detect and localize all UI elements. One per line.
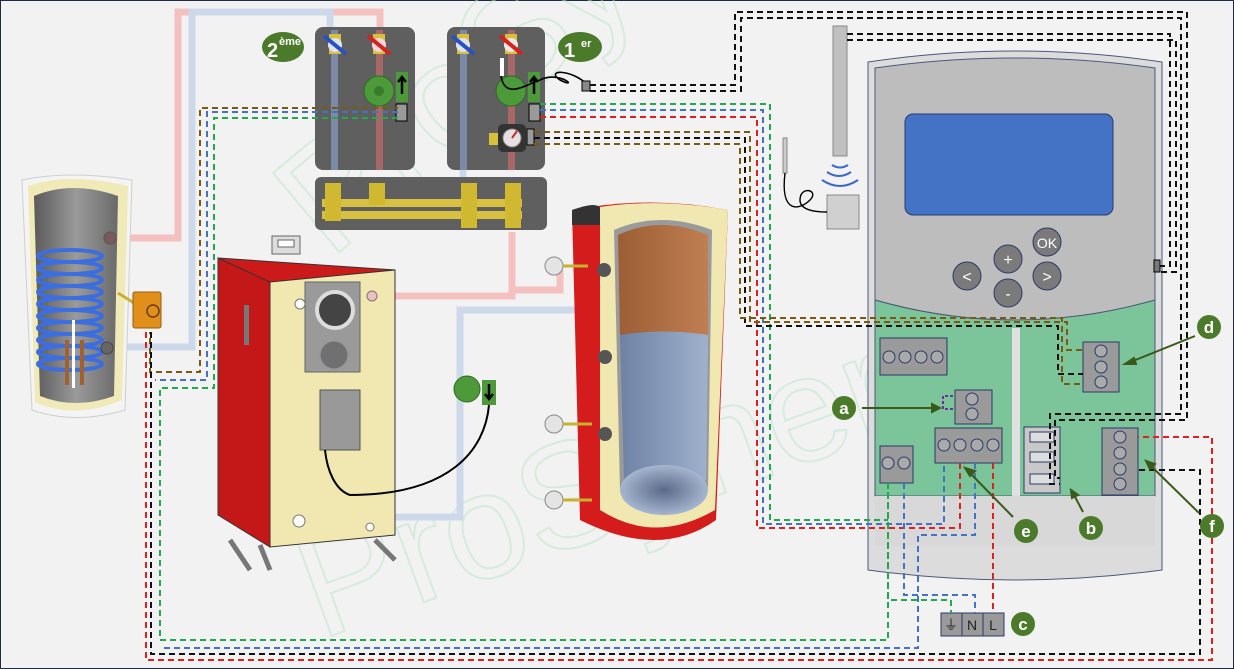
wire-earth-module1	[540, 103, 888, 521]
svg-text:d: d	[1204, 318, 1214, 337]
svg-text:f: f	[1209, 517, 1215, 536]
svg-text:ème: ème	[279, 36, 301, 48]
wire-outdoor-sensor-1	[847, 33, 1171, 267]
svg-text:b: b	[1086, 519, 1096, 538]
svg-text:2: 2	[267, 40, 278, 62]
hot-pipe-buffer	[512, 270, 564, 294]
controller-sensor-connector	[1153, 259, 1161, 273]
boiler-circulator-pump[interactable]	[324, 375, 496, 497]
controller-buttons: OK + < > -	[952, 227, 1062, 308]
flow-sensor-probe	[500, 58, 504, 76]
svg-text:1: 1	[564, 40, 575, 62]
earth-terminal-label: ⏚	[944, 617, 958, 633]
svg-text:>: >	[1042, 269, 1051, 286]
hot-pipe-boiler	[375, 232, 516, 300]
callout-d[interactable]: d	[1197, 315, 1221, 339]
plus-button[interactable]: +	[993, 244, 1023, 274]
cold-pipe-dhw	[110, 8, 334, 351]
wire-outdoor-sensor-2	[847, 39, 1177, 273]
thermometer-icon	[544, 256, 592, 510]
wire-neutral-module2	[155, 111, 398, 381]
wire-earth-module2	[159, 117, 889, 641]
buffer-tank[interactable]	[544, 202, 728, 541]
callout-f[interactable]: f	[1200, 514, 1224, 538]
callout-e[interactable]: e	[1014, 519, 1038, 543]
hydraulic-pipes	[110, 8, 594, 521]
svg-text:-: -	[1005, 286, 1010, 303]
hydraulic-module-2[interactable]	[315, 27, 415, 170]
controller-display	[904, 113, 1114, 216]
hot-pipe-dhw	[110, 8, 384, 242]
wire-signal-mixvalve	[534, 137, 1083, 375]
callout-badges: a b c d e f	[832, 315, 1224, 636]
wire-probe-1	[590, 11, 1188, 479]
left-button[interactable]: <	[952, 261, 982, 291]
valve-cold-icon	[450, 34, 476, 56]
mixing-valve-motor-icon	[489, 124, 535, 152]
probe-connector	[581, 80, 591, 92]
svg-text:c: c	[1018, 615, 1027, 634]
wire-neutral-bottom	[160, 463, 976, 649]
svg-text:e: e	[1021, 522, 1030, 541]
terminal-block-f	[1101, 427, 1139, 496]
wood-boiler[interactable]	[217, 235, 397, 572]
circulator-pump-icon	[363, 72, 408, 122]
neutral-terminal-label: N	[967, 617, 977, 633]
svg-text:+: +	[1003, 252, 1012, 269]
pump-cable	[324, 404, 490, 497]
hydraulic-manifold	[315, 177, 547, 230]
wire-probe-2	[590, 17, 1182, 485]
valve-hot-icon	[366, 34, 392, 56]
callout-c[interactable]: c	[1011, 612, 1035, 636]
callout-a[interactable]: a	[832, 396, 856, 420]
ok-button[interactable]: OK	[1032, 227, 1062, 257]
svg-text:<: <	[962, 269, 971, 286]
dhw-tank[interactable]	[21, 174, 133, 418]
wire-neutral-main	[903, 483, 976, 613]
hydraulic-module-1[interactable]	[447, 27, 591, 170]
wire-sensor-mixvalve-1	[534, 131, 1083, 351]
live-terminal-label: L	[989, 617, 997, 633]
callout-arrows	[862, 335, 1200, 518]
svg-text:OK: OK	[1037, 235, 1058, 251]
outdoor-sensor[interactable]	[782, 25, 860, 230]
wiring	[145, 11, 1213, 661]
wire-sensor-mixvalve-2	[534, 143, 1083, 385]
terminal-block-a	[942, 389, 993, 425]
svg-text:a: a	[839, 399, 849, 418]
wireless-icon	[821, 164, 859, 187]
terminal-block-4way	[879, 337, 948, 376]
wire-live-module1	[540, 116, 961, 529]
mains-power-terminal[interactable]: ⏚ N L	[940, 612, 1005, 637]
controller-unit[interactable]	[867, 50, 1163, 581]
wire-signal-dhw	[150, 332, 1201, 655]
wire-sensor-module2	[149, 107, 398, 373]
circuit-label-1: 1 er	[558, 32, 602, 62]
minus-button[interactable]: -	[993, 278, 1023, 308]
circuit-label-2: 2 ème	[262, 32, 304, 62]
wire-live-dhw	[145, 332, 1213, 661]
right-button[interactable]: >	[1032, 261, 1062, 291]
svg-text:er: er	[581, 38, 592, 50]
valve-hot-icon	[498, 34, 524, 56]
terminal-block-earth	[879, 445, 914, 484]
callout-b[interactable]: b	[1079, 516, 1103, 540]
dhw-thermostat[interactable]	[117, 291, 162, 329]
terminal-block-e	[934, 427, 1003, 464]
terminal-block-d	[1082, 341, 1120, 393]
valve-cold-icon	[322, 34, 348, 56]
probe-cable	[500, 71, 589, 90]
